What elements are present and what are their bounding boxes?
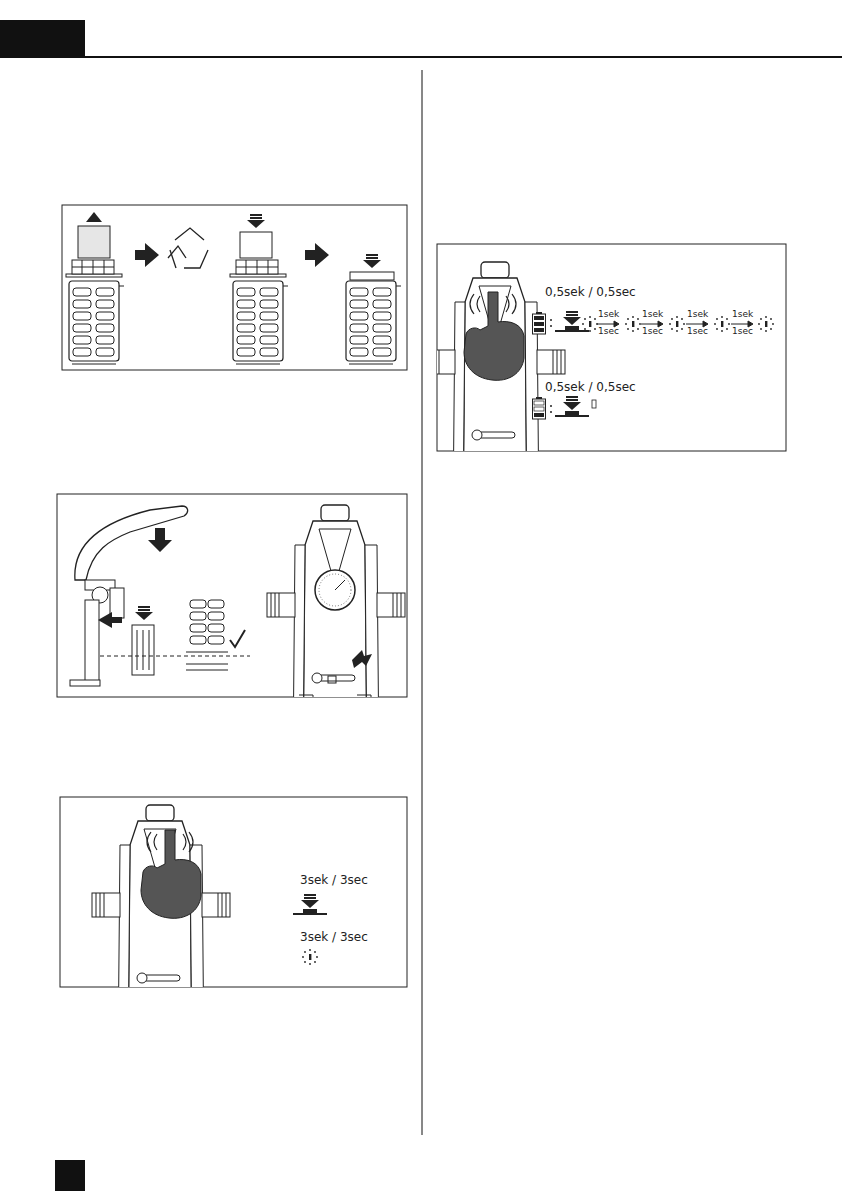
interval-label: 1sek	[642, 310, 663, 320]
time-label: 0,5sek / 0,5sec	[545, 381, 636, 394]
interval-label: 1sek	[598, 310, 619, 320]
interval-label: 1sek	[687, 310, 708, 320]
time-label: 3sek / 3sec	[300, 874, 368, 887]
interval-label: 1sec	[642, 327, 663, 337]
interval-label: 1sec	[687, 327, 708, 337]
interval-label: 1sec	[732, 327, 753, 337]
time-label: 3sek / 3sec	[300, 931, 368, 944]
time-label: 0,5sek / 0,5sec	[545, 286, 636, 299]
interval-label: 1sek	[732, 310, 753, 320]
interval-label: 1sec	[598, 327, 619, 337]
